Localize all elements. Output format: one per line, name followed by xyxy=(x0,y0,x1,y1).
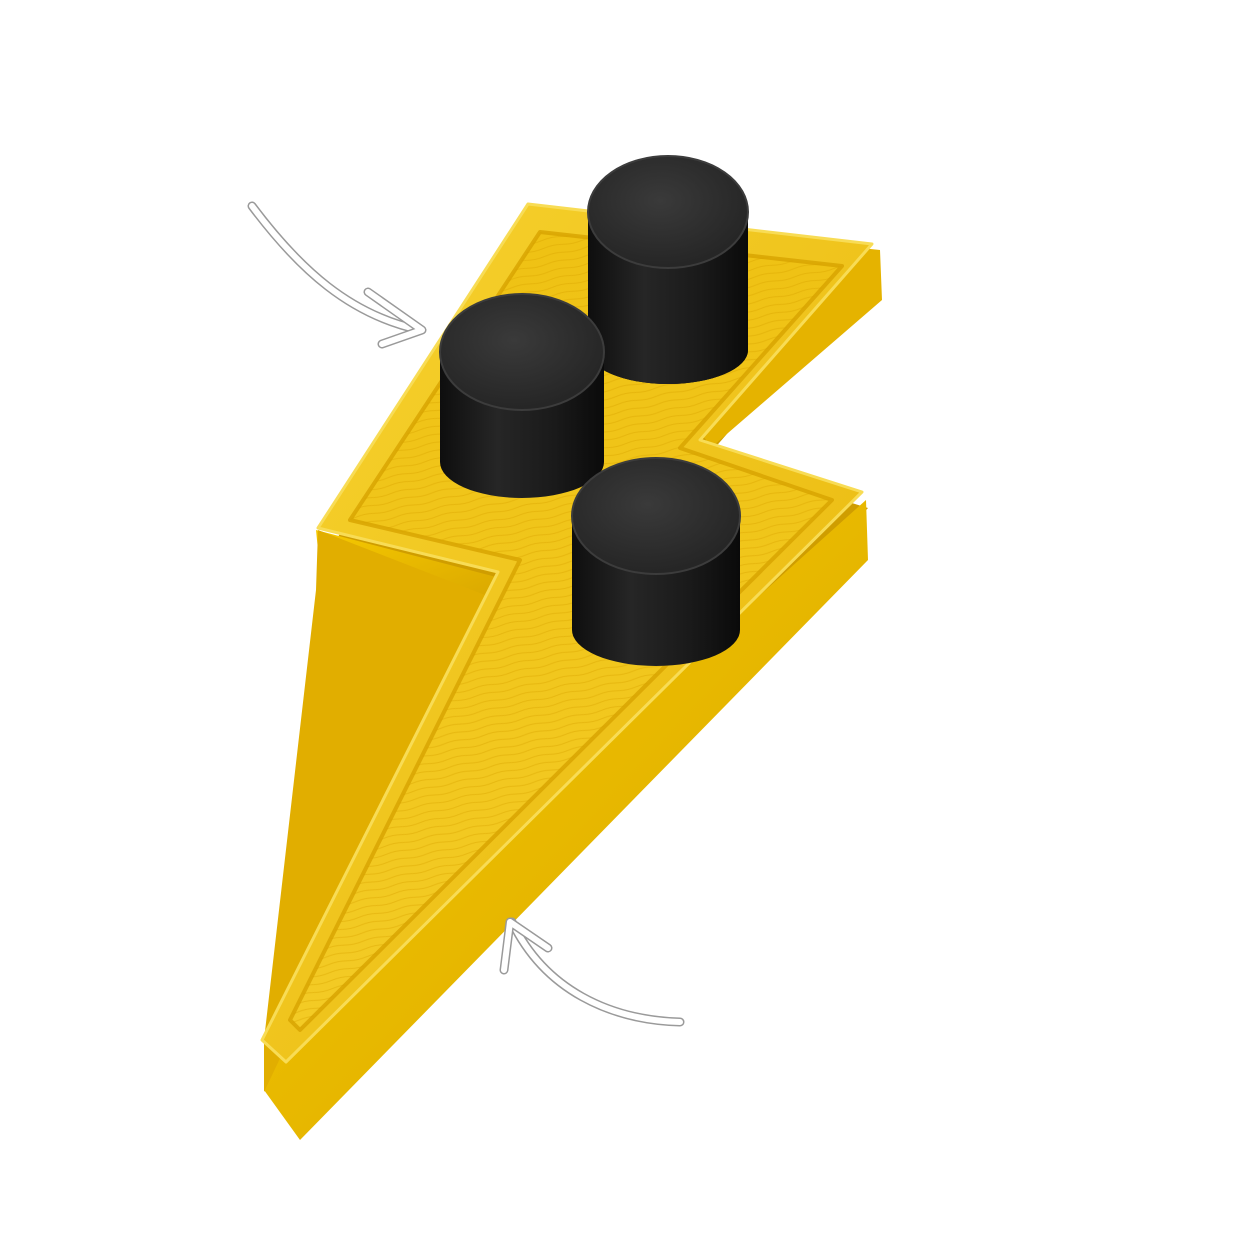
peg-top xyxy=(587,155,749,384)
arrow-lower-right xyxy=(499,917,685,1027)
peg-left xyxy=(439,293,605,498)
arrow-upper-left xyxy=(247,201,427,349)
peg-bottom xyxy=(571,457,741,666)
tray-inner-recess xyxy=(288,230,844,1032)
